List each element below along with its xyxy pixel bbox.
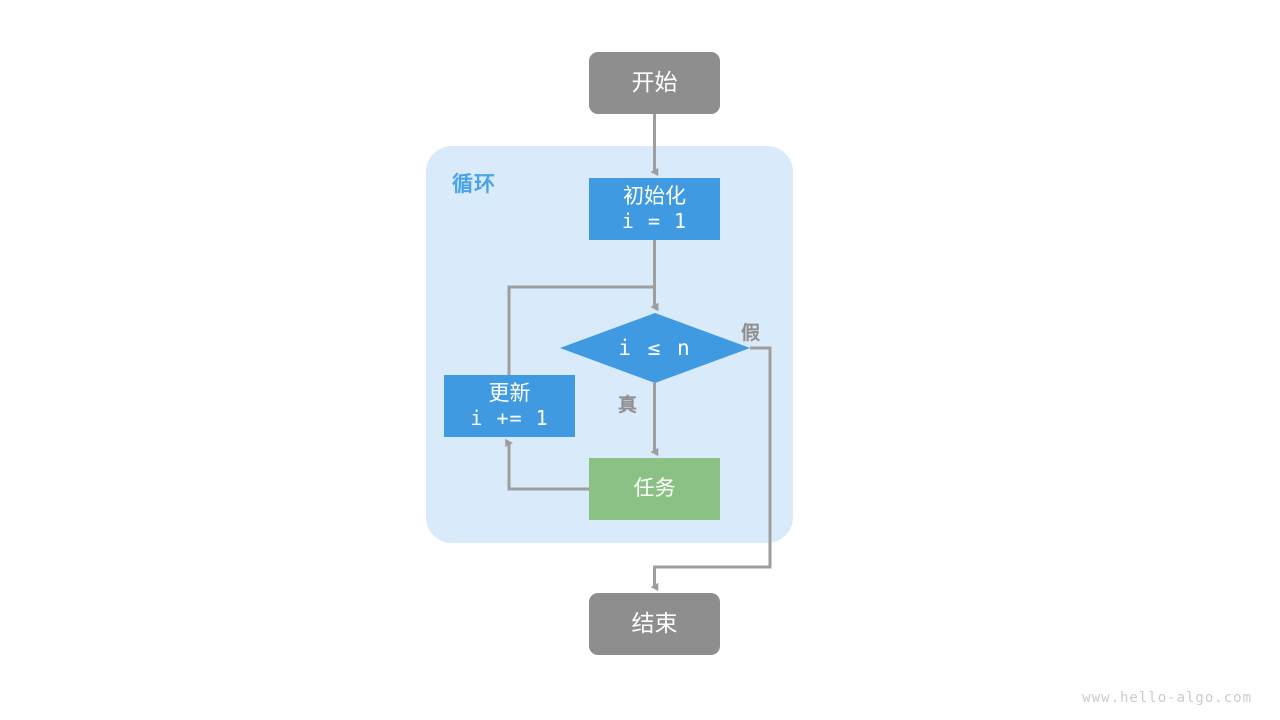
- node-end-label: 结束: [631, 610, 678, 637]
- node-start[interactable]: 开始: [589, 52, 720, 114]
- node-task[interactable]: 任务: [589, 458, 720, 520]
- edge-condition-false-to-end: [650, 346, 772, 592]
- watermark: www.hello-algo.com: [1082, 690, 1252, 706]
- node-condition-label: i ≤ n: [618, 336, 692, 360]
- node-end[interactable]: 结束: [589, 593, 720, 655]
- edge-label-true: 真: [618, 395, 638, 416]
- node-update-title: 更新: [488, 381, 531, 405]
- loop-container-label: 循环: [452, 173, 496, 196]
- edge-task-to-update: [505, 438, 589, 491]
- node-update-expression: i += 1: [470, 405, 549, 430]
- node-update[interactable]: 更新 i += 1: [444, 375, 575, 437]
- node-task-label: 任务: [633, 476, 676, 500]
- node-initialize-title: 初始化: [623, 184, 686, 208]
- node-condition[interactable]: i ≤ n: [560, 313, 750, 383]
- node-initialize-expression: i = 1: [621, 208, 688, 233]
- node-initialize[interactable]: 初始化 i = 1: [589, 178, 720, 240]
- edge-update-to-condition: [507, 285, 659, 375]
- node-start-label: 开始: [631, 69, 678, 96]
- diamond-shape: [560, 313, 750, 383]
- edge-label-false: 假: [741, 323, 761, 344]
